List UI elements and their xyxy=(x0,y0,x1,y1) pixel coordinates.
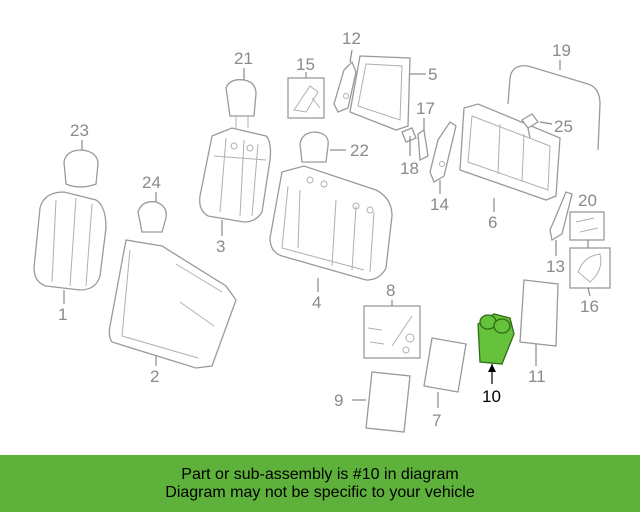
part-11-panel[interactable] xyxy=(519,279,559,347)
info-banner: Part or sub-assembly is #10 in diagram D… xyxy=(0,455,640,512)
part-2-seat-cushion[interactable] xyxy=(108,239,237,369)
callout-4: 4 xyxy=(312,293,321,312)
exploded-parts-diagram: 23 1 24 2 21 3 15 22 4 12 5 18 17 14 6 2… xyxy=(33,29,611,433)
part-23-headrest[interactable] xyxy=(63,149,99,188)
part-19-rod[interactable] xyxy=(507,65,601,151)
part-8-hardware-kit[interactable] xyxy=(363,305,421,359)
part-14-bracket[interactable] xyxy=(429,121,457,183)
callout-6: 6 xyxy=(488,213,497,232)
part-22-headrest[interactable] xyxy=(299,131,329,163)
part-9-panel[interactable] xyxy=(365,371,411,433)
callout-20: 20 xyxy=(578,191,597,210)
leader-lines xyxy=(63,49,591,408)
callout-10-highlighted: 10 xyxy=(482,387,501,406)
callout-17: 17 xyxy=(416,99,435,118)
callout-12: 12 xyxy=(342,29,361,48)
part-5-frame[interactable] xyxy=(349,55,411,131)
callout-11: 11 xyxy=(528,367,546,386)
part-20-hardware[interactable] xyxy=(569,211,605,241)
part-4-seat-back[interactable] xyxy=(269,165,393,281)
callout-16: 16 xyxy=(580,297,599,316)
banner-line-1: Part or sub-assembly is #10 in diagram xyxy=(181,465,459,483)
callout-23: 23 xyxy=(70,121,89,140)
callout-9: 9 xyxy=(334,391,343,410)
callout-21: 21 xyxy=(234,49,253,68)
part-1-seat-back[interactable] xyxy=(33,191,107,291)
callout-18: 18 xyxy=(400,159,419,178)
part-21-headrest[interactable] xyxy=(225,79,257,128)
callout-14: 14 xyxy=(430,195,449,214)
callout-2: 2 xyxy=(150,367,159,386)
callout-8: 8 xyxy=(386,281,395,300)
part-17-clip[interactable] xyxy=(417,128,429,162)
part-18-clip[interactable] xyxy=(401,127,417,143)
callout-15: 15 xyxy=(296,55,315,74)
part-13-bracket[interactable] xyxy=(549,191,573,242)
part-24-headrest[interactable] xyxy=(137,201,167,233)
callout-7: 7 xyxy=(432,411,441,430)
part-10-highlighted[interactable] xyxy=(477,313,515,365)
callout-5: 5 xyxy=(428,65,437,84)
callout-24: 24 xyxy=(142,173,161,192)
callout-3: 3 xyxy=(216,237,225,256)
part-25-bolt[interactable] xyxy=(521,113,539,139)
part-3-seat-back[interactable] xyxy=(199,127,272,223)
callout-25: 25 xyxy=(554,117,573,136)
part-15-bezel[interactable] xyxy=(287,77,325,119)
callout-13: 13 xyxy=(546,257,565,276)
callout-19: 19 xyxy=(552,41,571,60)
banner-line-2: Diagram may not be specific to your vehi… xyxy=(165,483,475,501)
part-7-panel[interactable] xyxy=(423,337,467,393)
callout-22: 22 xyxy=(350,141,369,160)
part-16-bezel[interactable] xyxy=(569,247,611,289)
part-6-frame[interactable] xyxy=(459,103,561,201)
callout-1: 1 xyxy=(58,305,67,324)
part-12-hinge[interactable] xyxy=(333,60,357,113)
